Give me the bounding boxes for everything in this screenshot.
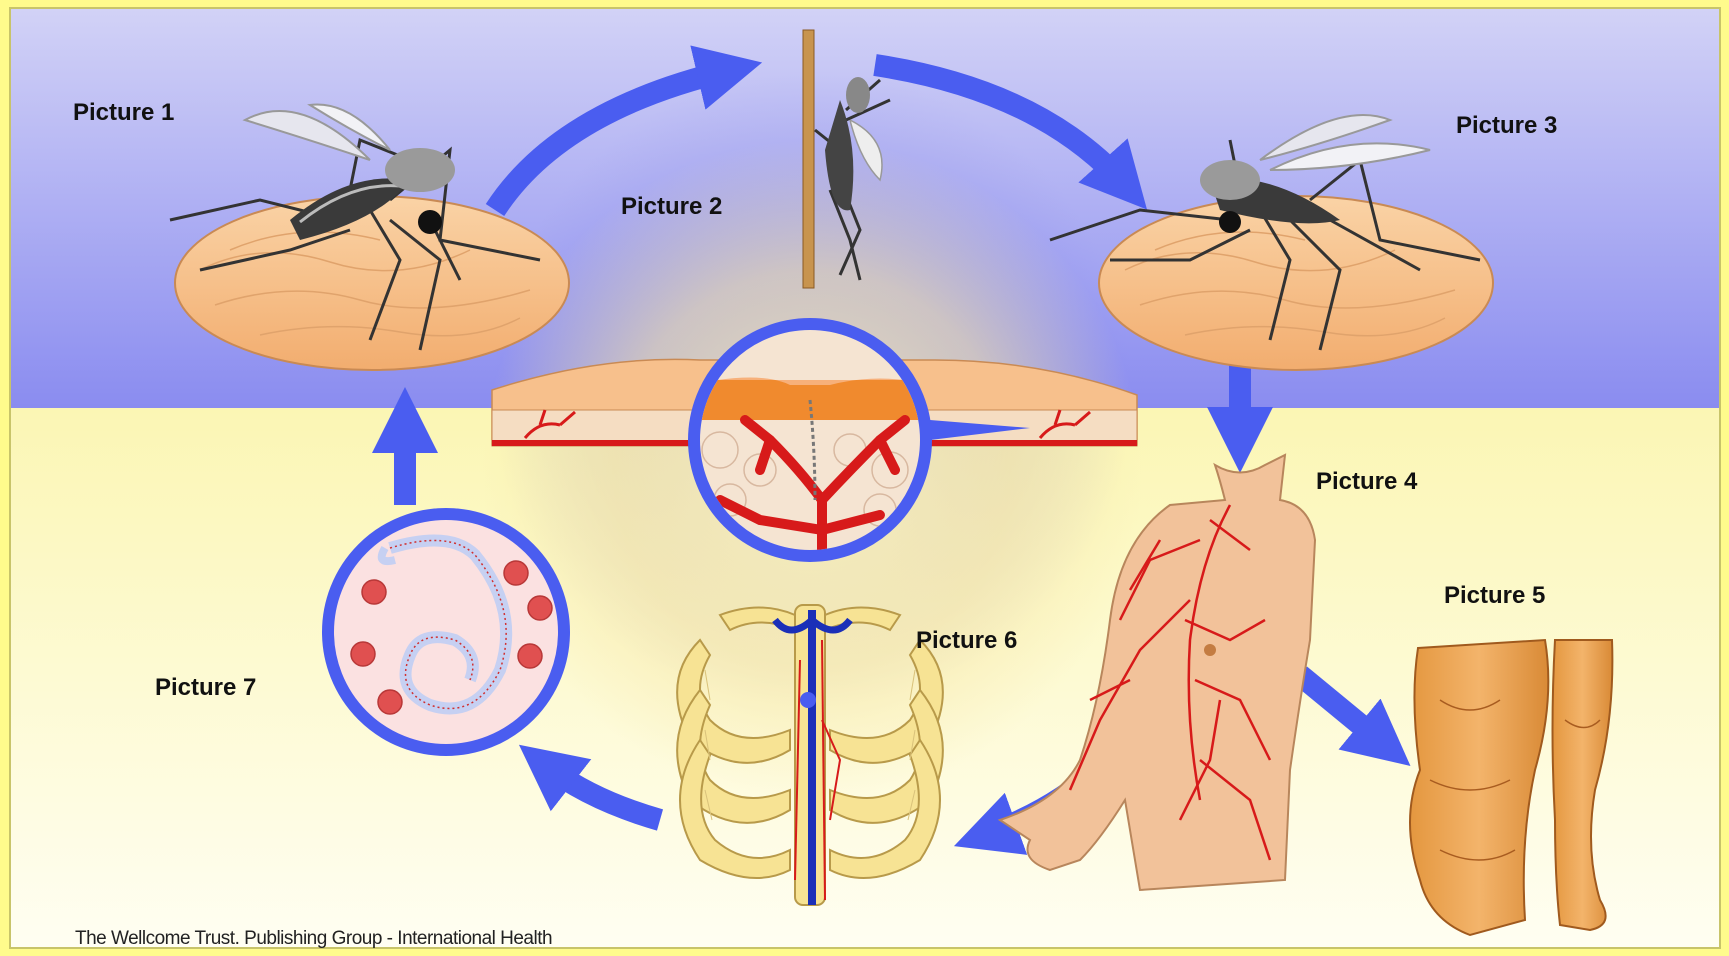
picture-1-label: Picture 1 — [73, 99, 174, 127]
picture-6-label: Picture 6 — [916, 627, 1017, 655]
credit-text: The Wellcome Trust. Publishing Group - I… — [75, 928, 552, 950]
picture-5-label: Picture 5 — [1444, 582, 1545, 610]
microfilaria-icon — [328, 514, 564, 750]
picture-2-label: Picture 2 — [621, 193, 722, 221]
picture-3-label: Picture 3 — [1456, 112, 1557, 140]
skin-patch-icon — [175, 196, 569, 370]
picture-7-label: Picture 7 — [155, 674, 256, 702]
swollen-legs-icon — [1410, 640, 1612, 935]
picture-4-label: Picture 4 — [1316, 468, 1417, 496]
